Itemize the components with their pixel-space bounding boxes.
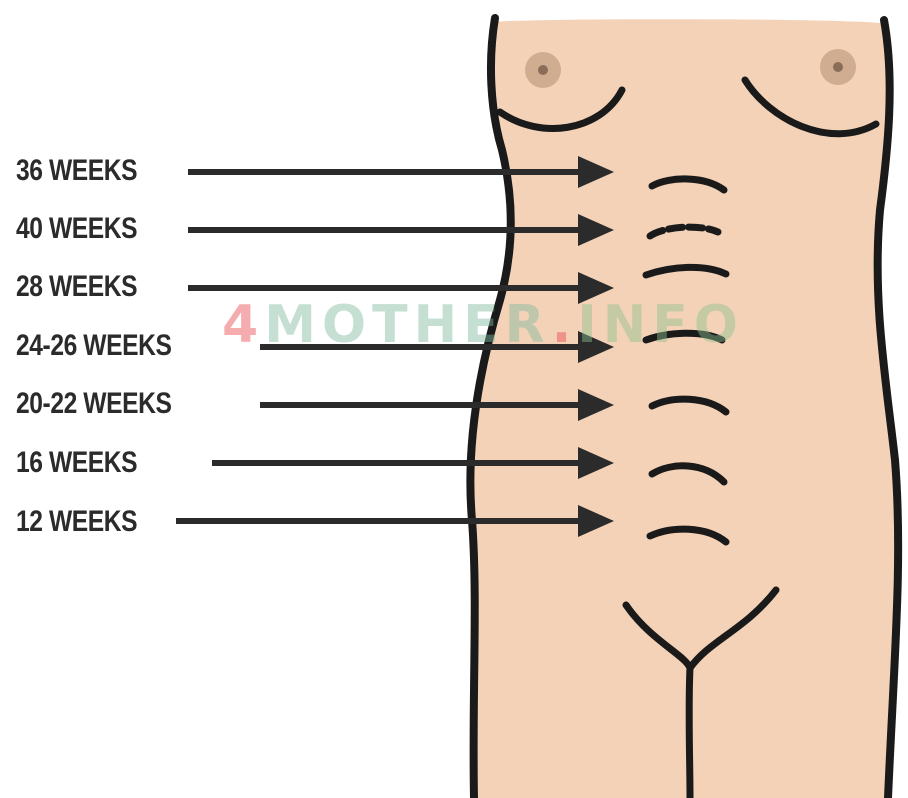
- label-12-weeks: 12 WEEKS: [16, 505, 137, 539]
- label-40-weeks: 40 WEEKS: [16, 212, 137, 246]
- label-28-weeks: 28 WEEKS: [16, 270, 137, 304]
- label-20-22-weeks: 20-22 WEEKS: [16, 387, 171, 421]
- left-nipple-center: [538, 65, 548, 75]
- label-36-weeks: 36 WEEKS: [16, 154, 137, 188]
- right-nipple-center: [833, 62, 843, 72]
- label-16-weeks: 16 WEEKS: [16, 446, 137, 480]
- label-24-26-weeks: 24-26 WEEKS: [16, 329, 171, 363]
- leg-divide: [689, 668, 690, 798]
